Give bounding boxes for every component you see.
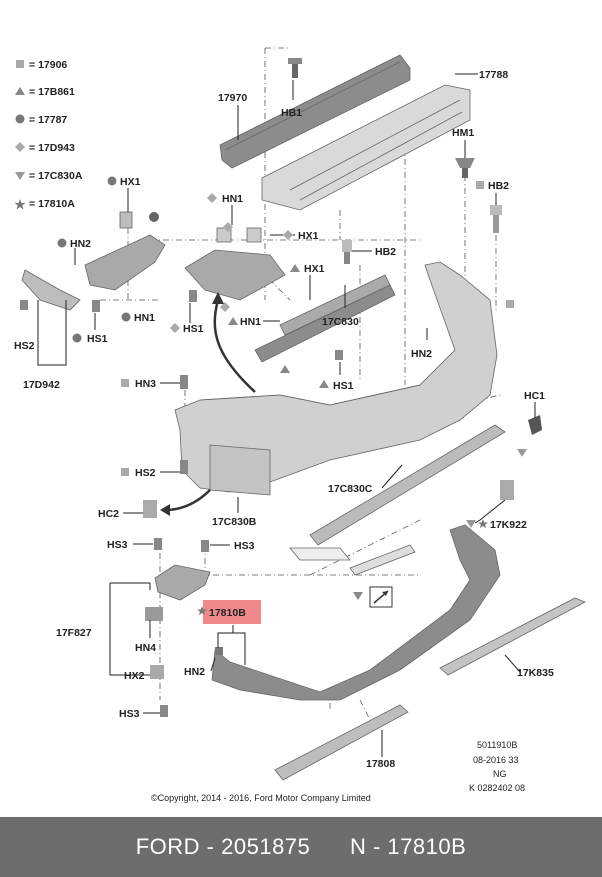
lower-valance-17810b bbox=[211, 524, 501, 701]
label-17f827: 17F827 bbox=[56, 627, 92, 639]
copyright: ©Copyright, 2014 - 2016, Ford Motor Comp… bbox=[151, 793, 371, 803]
label-hb1: HB1 bbox=[281, 107, 302, 119]
legend: = 17906 = 17B861 = 17787 = 17D943 = 17C8… bbox=[14, 59, 83, 210]
label-hc1: HC1 bbox=[524, 390, 545, 402]
label-hc2: HC2 bbox=[98, 508, 119, 520]
left-bracket bbox=[21, 269, 81, 311]
info-line-4: K 0282402 08 bbox=[469, 783, 525, 793]
legend-code-6: 17810A bbox=[38, 198, 75, 210]
exploded-parts-diagram: = 17906 = 17B861 = 17787 = 17D943 = 17C8… bbox=[14, 47, 586, 803]
reflector-strip bbox=[349, 544, 416, 576]
label-hn2-left: HN2 bbox=[70, 238, 91, 250]
label-17808: 17808 bbox=[366, 758, 395, 770]
label-17d942: 17D942 bbox=[23, 379, 60, 391]
energy-absorber bbox=[261, 84, 471, 211]
highlight-17810b bbox=[203, 600, 261, 624]
label-17788: 17788 bbox=[479, 69, 508, 81]
label-17k922: 17K922 bbox=[490, 519, 527, 531]
footer-dash: - bbox=[206, 834, 215, 859]
label-hb2-mid: HB2 bbox=[375, 246, 396, 258]
label-hs1-right: HS1 bbox=[333, 380, 354, 392]
label-hn4: HN4 bbox=[135, 642, 156, 654]
svg-text:= 17C830A: = 17C830A bbox=[29, 170, 83, 182]
label-hb2-right: HB2 bbox=[488, 180, 509, 192]
legend-triangle-up-icon bbox=[15, 87, 25, 95]
label-17c830: 17C830 bbox=[322, 316, 359, 328]
label-17c830c: 17C830C bbox=[328, 483, 373, 495]
label-17810b: 17810B bbox=[209, 607, 246, 619]
legend-code-2: 17B861 bbox=[38, 86, 75, 98]
legend-code-5: 17C830A bbox=[38, 170, 83, 182]
label-hn3: HN3 bbox=[135, 378, 156, 390]
legend-square-icon bbox=[16, 60, 24, 68]
info-block: 5011910B 08-2016 33 NG K 0282402 08 bbox=[469, 740, 525, 793]
center-bracket bbox=[184, 249, 286, 301]
svg-text:= 17B861: = 17B861 bbox=[29, 86, 75, 98]
label-hs2-left: HS2 bbox=[14, 340, 35, 352]
svg-text:= 17906: = 17906 bbox=[29, 59, 67, 71]
legend-star-icon bbox=[14, 199, 26, 210]
label-17k835: 17K835 bbox=[517, 667, 554, 679]
footer-part-number: 2051875 bbox=[221, 834, 311, 859]
label-17970: 17970 bbox=[218, 92, 247, 104]
label-hn2-bottom: HN2 bbox=[184, 666, 205, 678]
label-hs1-mid: HS1 bbox=[183, 323, 204, 335]
legend-code-4: 17D943 bbox=[38, 142, 75, 154]
trim-strip-17k835 bbox=[439, 597, 586, 676]
svg-text:= 17787: = 17787 bbox=[29, 114, 67, 126]
lower-strip-bracket bbox=[309, 424, 506, 546]
legend-diamond-icon bbox=[15, 142, 25, 152]
label-hn1-top: HN1 bbox=[222, 193, 243, 205]
info-line-2: 08-2016 33 bbox=[473, 755, 519, 765]
svg-text:= 17D943: = 17D943 bbox=[29, 142, 75, 154]
nut-hm1 bbox=[455, 158, 475, 178]
parts bbox=[20, 54, 586, 781]
info-line-1: 5011910B bbox=[477, 740, 517, 750]
clip-hb2-mid bbox=[342, 240, 352, 264]
legend-triangle-down-icon bbox=[15, 172, 25, 180]
bumper-beam bbox=[219, 54, 411, 169]
legend-code-1: 17906 bbox=[38, 59, 67, 71]
label-hx1-right: HX1 bbox=[304, 263, 325, 275]
label-hx1-mid: HX1 bbox=[298, 230, 319, 242]
left-support-bracket bbox=[84, 234, 166, 291]
label-hx2: HX2 bbox=[124, 670, 145, 682]
footer-brand: FORD bbox=[135, 834, 201, 859]
clip-hc1 bbox=[528, 415, 542, 435]
label-hm1: HM1 bbox=[452, 127, 474, 139]
footer-reference: N - 17810B bbox=[349, 834, 467, 859]
bottom-bracket-17808 bbox=[274, 704, 409, 781]
label-17c830b: 17C830B bbox=[212, 516, 257, 528]
label-hn1-mid: HN1 bbox=[240, 316, 261, 328]
leader-lines bbox=[37, 73, 536, 757]
legend-code-3: 17787 bbox=[38, 114, 67, 126]
label-hs3-bottom: HS3 bbox=[119, 708, 140, 720]
bracket-17f827 bbox=[154, 564, 211, 601]
direction-arrows bbox=[160, 292, 393, 608]
info-line-3: NG bbox=[493, 769, 507, 779]
callout-labels: 17970 HB1 17788 HM1 HB2 HB2 HX1 HN1 HX1 … bbox=[14, 69, 554, 770]
label-hn2-right: HN2 bbox=[411, 348, 432, 360]
label-hs1-left: HS1 bbox=[87, 333, 108, 345]
bolt-hb1 bbox=[288, 58, 302, 78]
clip-hb2-right bbox=[490, 205, 502, 233]
footer-bar: FORD - 2051875 N - 17810B bbox=[0, 817, 602, 877]
star-17810b-icon bbox=[197, 606, 207, 616]
label-hs2-center: HS2 bbox=[135, 467, 156, 479]
label-hx1-left: HX1 bbox=[120, 176, 141, 188]
legend-circle-icon bbox=[15, 114, 25, 124]
svg-text:= 17810A: = 17810A bbox=[29, 198, 75, 210]
label-hs3-b: HS3 bbox=[234, 540, 255, 552]
label-hn1-left: HN1 bbox=[134, 312, 155, 324]
label-hs3-a: HS3 bbox=[107, 539, 128, 551]
